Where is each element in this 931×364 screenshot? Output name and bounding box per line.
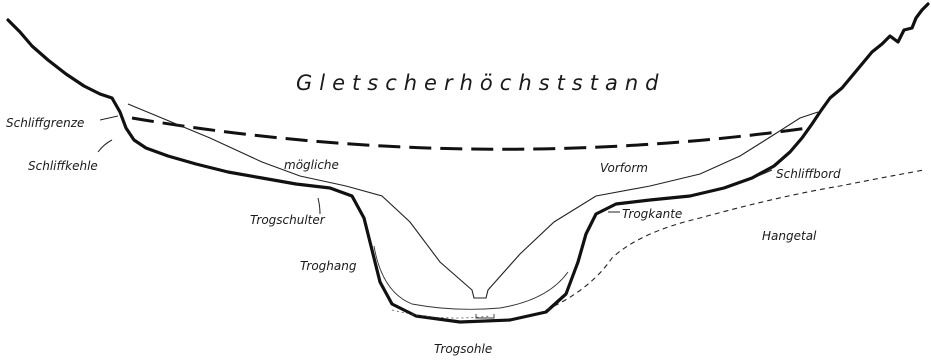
label-trogschulter: Trogschulter [250, 213, 326, 227]
trough-profile [6, 2, 930, 324]
title-label: Gletscherhöchststand [296, 71, 665, 95]
preform-line [127, 103, 819, 299]
schliffgrenze-arrow [99, 115, 119, 121]
label-schliffkehle: Schliffkehle [28, 159, 98, 173]
hanging-valley-line [545, 169, 925, 311]
inner-trough-floor [373, 245, 569, 310]
label-trogsohle: Trogsohle [434, 342, 492, 356]
trogschulter-pointer [317, 197, 321, 215]
label-trogkante: Trogkante [622, 207, 682, 221]
schliffbord-arrow [757, 169, 773, 177]
label-hangetal: Hangetal [762, 229, 817, 243]
label-troghang: Troghang [300, 259, 357, 273]
label-moegliche: mögliche [284, 158, 339, 172]
label-schliffbord: Schliffbord [776, 167, 841, 181]
schliffkehle-pointer [97, 139, 113, 153]
trough-floor-step [475, 314, 495, 319]
label-vorform: Vorform [600, 161, 648, 175]
glacier-surface-line [131, 116, 809, 151]
label-schliffgrenze: Schliffgrenze [6, 116, 84, 130]
